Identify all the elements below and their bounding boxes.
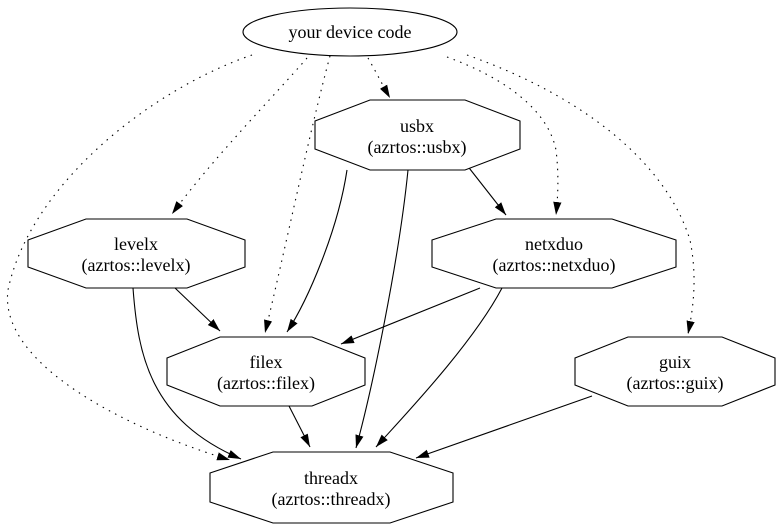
node-usbx-label: usbx [400,116,434,136]
node-guix-shape [574,336,776,407]
node-guix: guix (azrtos::guix) [574,336,776,407]
node-guix-label: guix [659,352,691,372]
edge-usbx-to-threadx [355,169,409,449]
node-levelx-sublabel: (azrtos::levelx) [82,255,191,276]
edge-levelx-to-filex [174,287,221,332]
node-netxduo-sublabel: (azrtos::netxduo) [493,255,616,276]
node-filex-sublabel: (azrtos::filex) [217,373,315,394]
edge-filex-to-threadx [288,405,311,448]
node-netxduo-shape [431,218,677,289]
edge-levelx-to-threadx [132,287,242,460]
node-filex-shape [166,336,366,407]
edge-netxduo-to-threadx [375,287,503,448]
edge-device-to-filex [264,55,331,334]
node-levelx-shape [27,218,246,289]
node-usbx: usbx (azrtos::usbx) [314,99,521,171]
edge-device-to-threadx [7,54,253,461]
node-levelx-label: levelx [114,234,158,254]
edge-device-to-guix [466,54,695,335]
edge-device-to-usbx [367,57,391,99]
edge-usbx-to-netxduo [465,163,507,216]
node-usbx-shape [314,99,521,171]
node-device: your device code [242,7,458,57]
edge-guix-to-threadx [415,395,593,459]
node-guix-sublabel: (azrtos::guix) [627,373,724,394]
edge-netxduo-to-filex [340,287,481,345]
node-filex: filex (azrtos::filex) [166,336,366,407]
edge-layer [7,54,695,461]
node-layer: your device code usbx (azrtos::usbx) lev… [27,7,776,524]
node-device-label: your device code [289,22,412,42]
node-netxduo: netxduo (azrtos::netxduo) [431,218,677,289]
node-device-shape [242,7,458,57]
node-threadx: threadx (azrtos::threadx) [209,451,454,524]
edge-usbx-to-filex [286,169,348,333]
node-netxduo-label: netxduo [525,234,583,254]
node-usbx-sublabel: (azrtos::usbx) [368,137,467,158]
node-threadx-label: threadx [304,468,358,488]
node-levelx: levelx (azrtos::levelx) [27,218,246,289]
node-threadx-shape [209,451,454,524]
node-filex-label: filex [250,352,283,372]
node-threadx-sublabel: (azrtos::threadx) [272,489,391,510]
edge-device-to-levelx [171,57,308,215]
